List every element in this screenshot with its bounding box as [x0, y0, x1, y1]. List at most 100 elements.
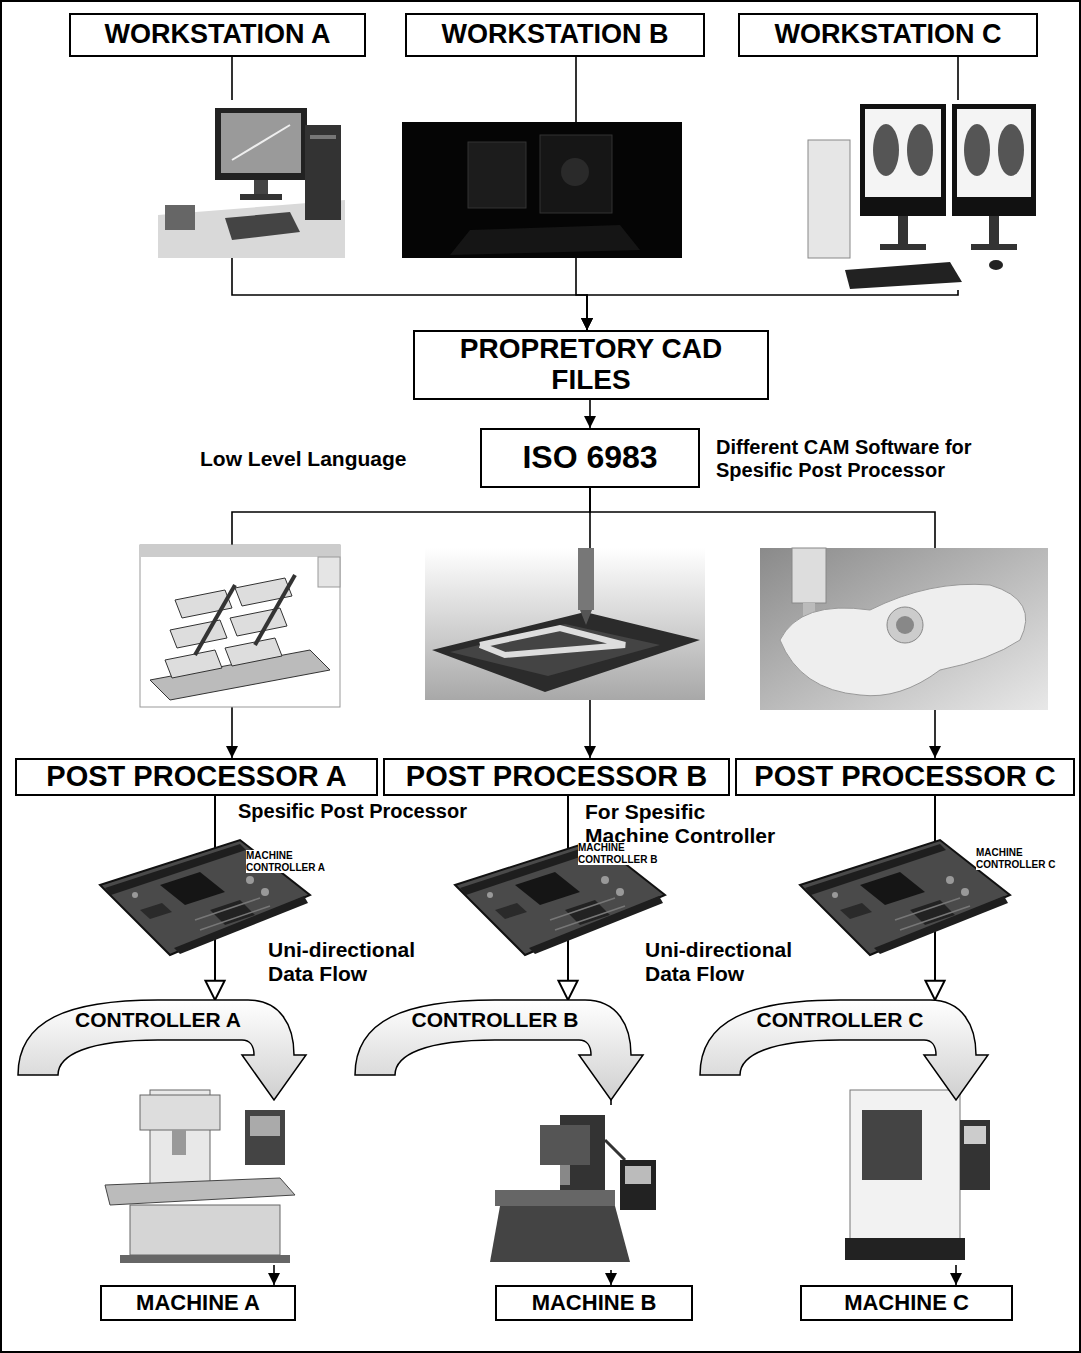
node-text: POST PROCESSOR C: [754, 761, 1055, 793]
cad-screenshot: [140, 545, 340, 707]
lathe-machine-c: [835, 1080, 1000, 1265]
annotation-text: Spesific Post Processor: [238, 800, 467, 823]
node-text: POST PROCESSOR A: [46, 761, 346, 793]
workstation-photo-a: [165, 205, 195, 230]
workstation-photo-c: [957, 109, 1031, 197]
controller-band-arrow: CONTROLLER C: [700, 1000, 980, 1040]
node-text: MACHINE A: [136, 1291, 260, 1315]
controller-board-b: [455, 840, 665, 955]
board-label: MACHINE CONTROLLER A: [246, 850, 330, 873]
node-text: CONTROLLER C: [757, 1008, 924, 1031]
fixture-render: [450, 624, 660, 676]
lathe-machine-c: [862, 1110, 922, 1180]
workstation-photo-b: [402, 122, 682, 258]
fixture-render: [432, 612, 700, 692]
milling-machine-b: [560, 1165, 570, 1185]
workstation-box: WORKSTATION A: [69, 13, 366, 57]
lathe-machine-c: [964, 1126, 986, 1144]
workstation-photo-a: [305, 125, 341, 220]
annotation-text: Low Level Language: [200, 447, 407, 471]
workstation-photo-c: [860, 104, 946, 216]
milling-machine-b: [605, 1140, 625, 1160]
milling-machine-a: [250, 1116, 280, 1136]
cad-screenshot: [170, 620, 227, 648]
lathe-machine-c: [960, 1120, 990, 1190]
machined-part-render: [760, 548, 1048, 710]
node-text: ISO 6983: [522, 440, 657, 475]
cad-files-box: PROPRETORY CAD FILES: [413, 330, 769, 400]
milling-machine-a: [100, 1080, 300, 1265]
workstation-photo-b: [450, 225, 640, 255]
workstation-photo-c: [989, 260, 1003, 270]
flow-arrow: [589, 400, 591, 428]
node-text: CONTROLLER A: [75, 1008, 241, 1031]
node-text: MACHINE B: [532, 1291, 657, 1315]
fixture-render: [425, 548, 705, 700]
node-text: PROPRETORY CAD FILES: [423, 334, 759, 396]
milling-machine-b: [495, 1190, 615, 1206]
workstation-photo-b: [561, 158, 589, 186]
machine-box: MACHINE C: [800, 1285, 1013, 1321]
fixture-render: [578, 548, 594, 610]
milling-machine-b: [620, 1160, 656, 1210]
milling-machine-a: [105, 1178, 295, 1205]
controller-band-arrow: CONTROLLER B: [355, 1000, 635, 1040]
workstation-photo-a: [158, 100, 345, 258]
milling-machine-a: [140, 1095, 220, 1130]
workstation-photo-c: [898, 216, 908, 246]
cad-screenshot: [225, 638, 282, 666]
cad-screenshot: [140, 545, 340, 707]
milling-machine-a: [130, 1205, 280, 1255]
machined-part-render: [792, 548, 826, 603]
milling-machine-b: [490, 1206, 630, 1262]
cad-screenshot: [255, 575, 295, 645]
workstation-photo-a: [225, 212, 300, 240]
workstation-box: WORKSTATION C: [738, 13, 1038, 57]
workstation-photo-c: [865, 109, 941, 197]
annotation-text: Uni-directional Data Flow: [268, 938, 458, 986]
workstation-photo-c: [964, 124, 990, 176]
milling-machine-a: [172, 1130, 186, 1155]
node-text: WORKSTATION B: [442, 20, 669, 50]
workstation-photo-c: [907, 124, 933, 176]
machined-part-render: [780, 584, 1026, 695]
standard-box: ISO 6983: [480, 428, 700, 488]
workstation-photo-c: [880, 244, 926, 250]
workstation-photo-c: [873, 124, 899, 176]
board-label: MACHINE CONTROLLER C: [976, 847, 1060, 870]
milling-machine-b: [478, 1105, 660, 1270]
workstation-photo-c: [952, 104, 1036, 216]
milling-machine-b: [540, 1125, 590, 1165]
milling-machine-a: [100, 1080, 300, 1265]
band-arrow-shape: [700, 1000, 988, 1100]
workstation-photo-c: [808, 140, 850, 258]
machine-box: MACHINE B: [495, 1285, 693, 1321]
controller-band-arrow: CONTROLLER A: [18, 1000, 298, 1040]
cad-screenshot: [318, 557, 340, 587]
workstation-photo-c: [971, 244, 1017, 250]
workstation-photo-a: [310, 135, 336, 139]
workstation-photo-a: [232, 125, 290, 160]
lathe-machine-c: [845, 1238, 965, 1260]
milling-machine-a: [120, 1255, 290, 1263]
machined-part-render: [887, 607, 923, 643]
workstation-photo-c: [989, 216, 999, 246]
node-text: CONTROLLER B: [412, 1008, 579, 1031]
band-arrow-shape: [355, 1000, 643, 1100]
fixture-render: [580, 610, 592, 625]
cad-screenshot: [165, 650, 222, 678]
cad-screenshot: [230, 608, 287, 636]
machined-part-render: [896, 616, 914, 634]
post-processor-box: POST PROCESSOR C: [735, 758, 1075, 796]
lathe-machine-c: [835, 1080, 1000, 1265]
milling-machine-b: [625, 1166, 651, 1184]
annotation-text: Different CAM Software for Spesific Post…: [716, 436, 1016, 482]
node-text: MACHINE C: [844, 1291, 969, 1315]
workstation-photo-c: [998, 124, 1024, 176]
machined-part-render: [760, 548, 1048, 710]
annotation-text: Uni-directional Data Flow: [645, 938, 835, 986]
